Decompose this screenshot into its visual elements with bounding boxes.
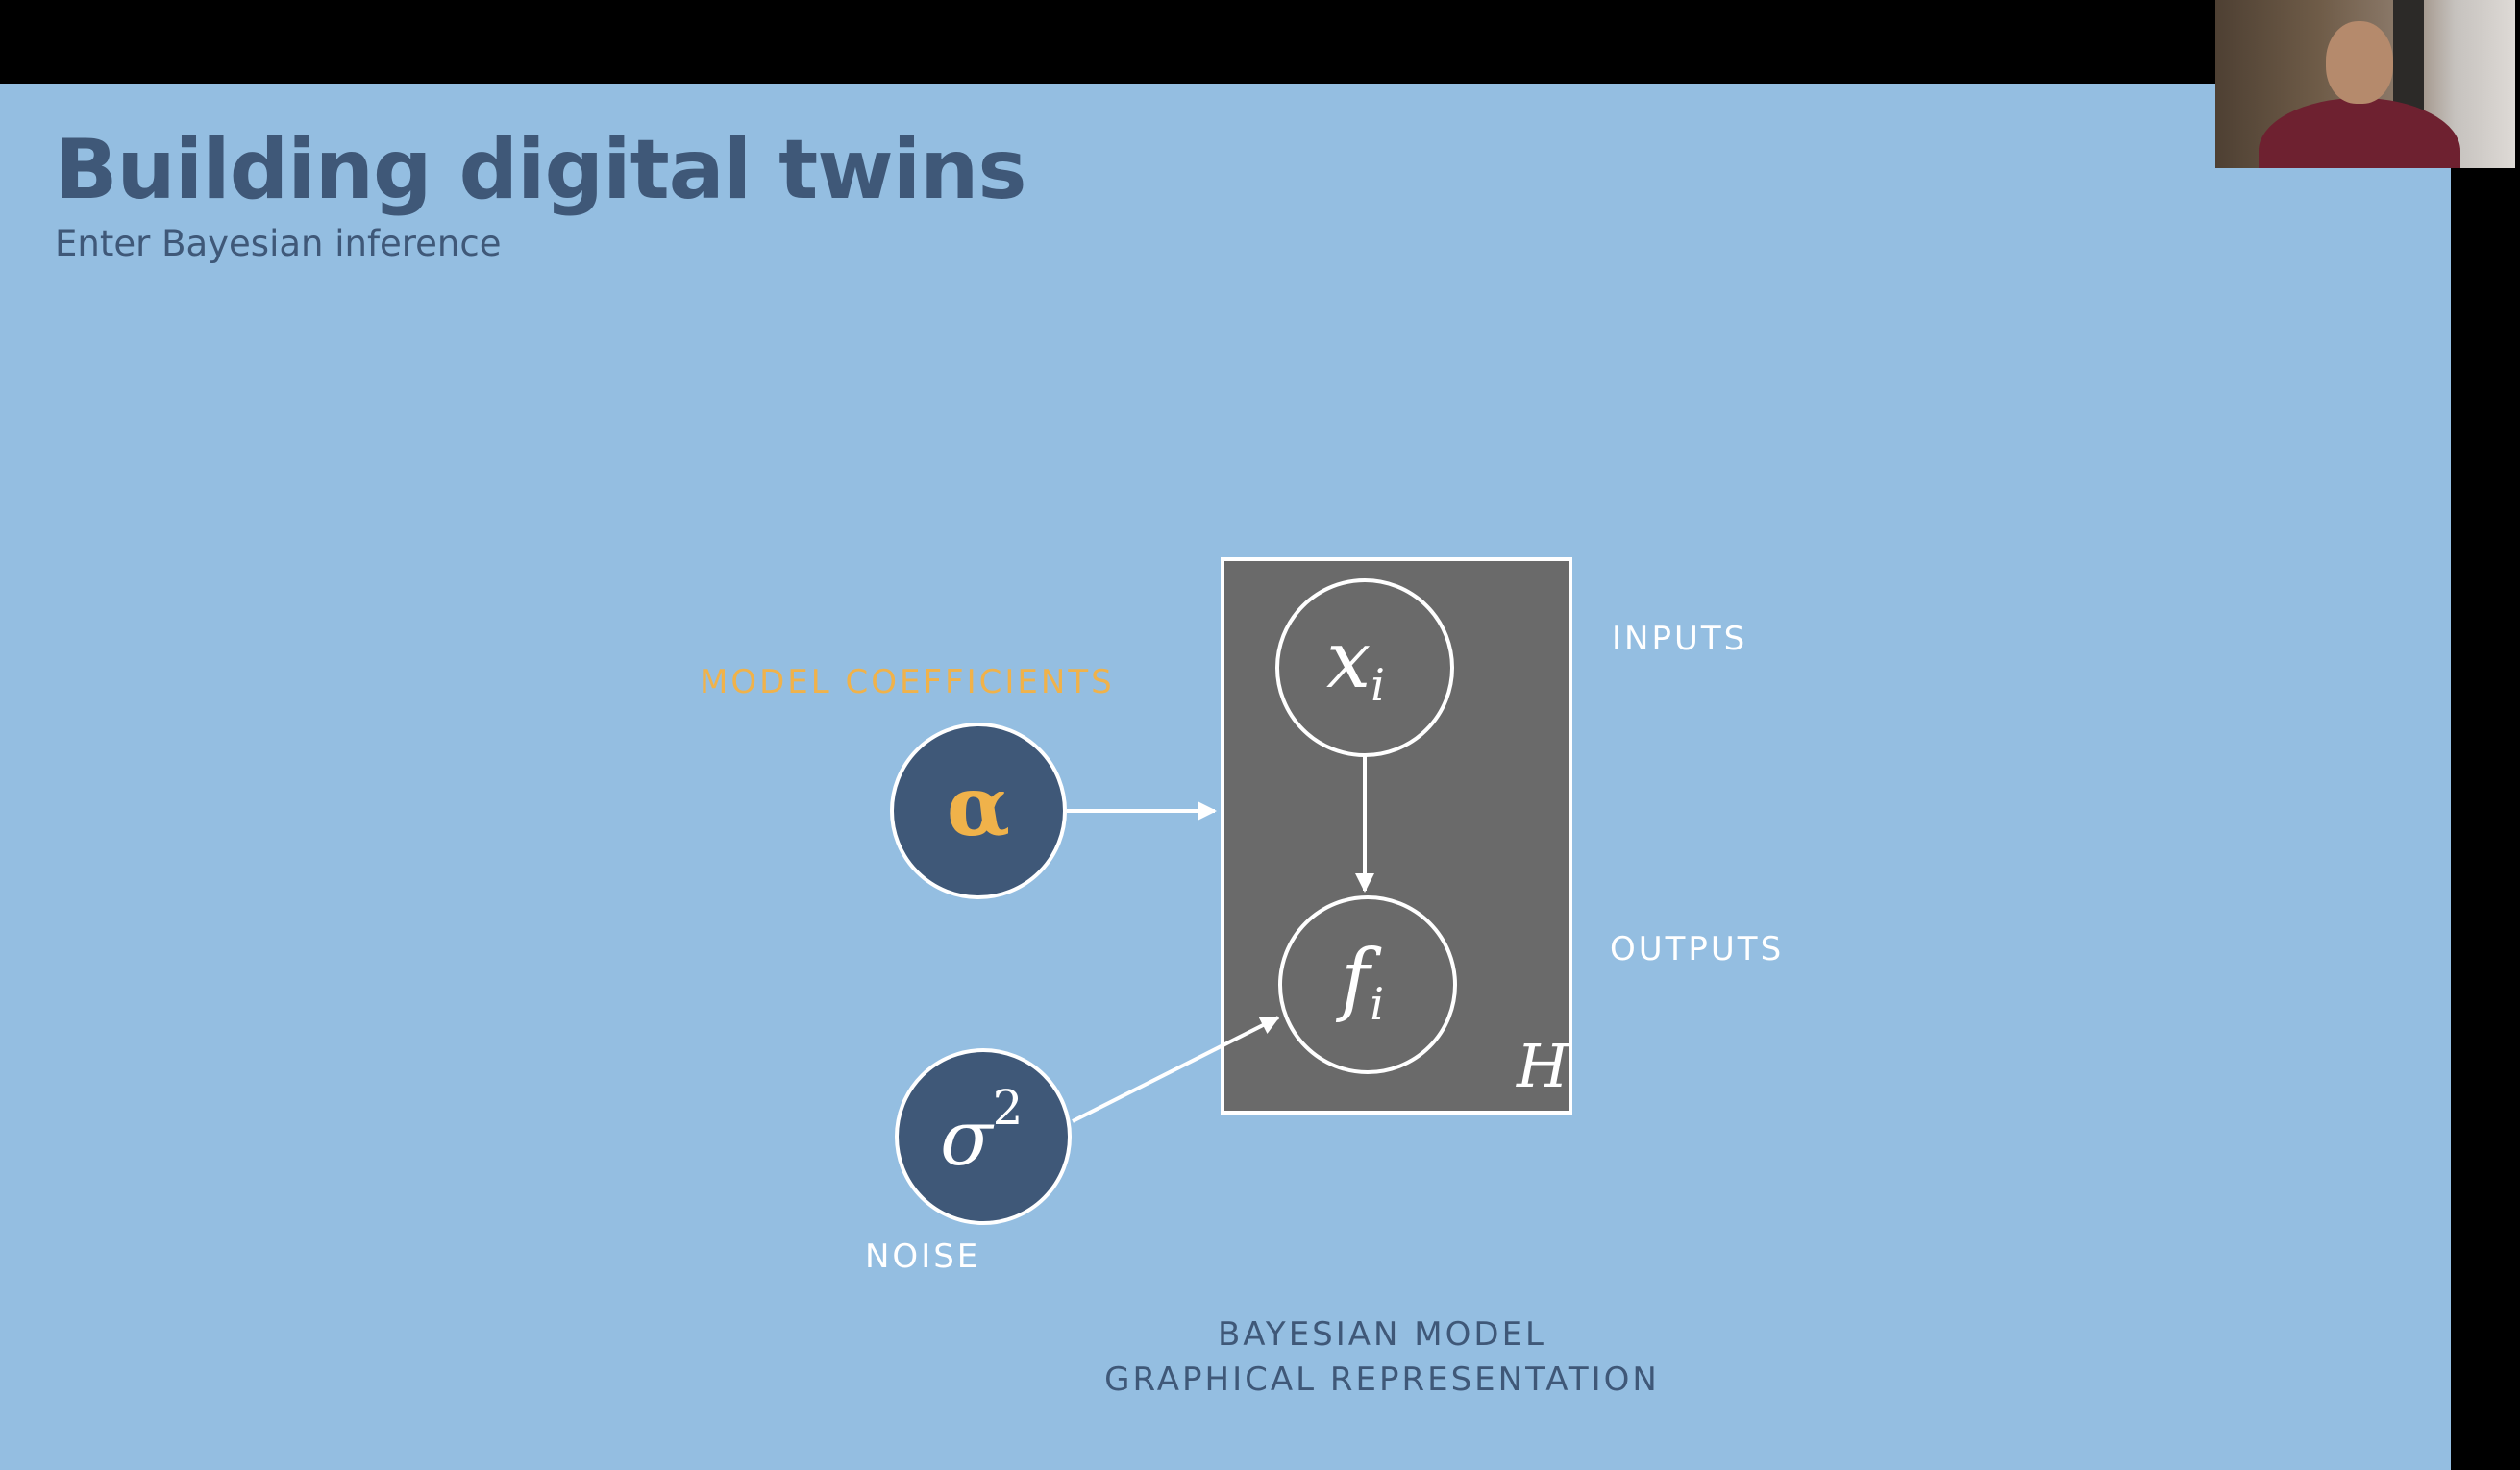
caption-line-2: GRAPHICAL REPRESENTATION bbox=[1104, 1360, 1660, 1399]
node-sigma-symbol: σ bbox=[940, 1093, 995, 1183]
slide-subtitle: Enter Bayesian inference bbox=[55, 223, 502, 264]
node-alpha bbox=[890, 723, 1067, 899]
node-x-label: xi bbox=[1326, 615, 1385, 711]
node-alpha-label: α bbox=[947, 758, 1010, 855]
caption-line-1: BAYESIAN MODEL bbox=[1218, 1315, 1546, 1354]
label-noise: NOISE bbox=[865, 1237, 980, 1276]
plate-label: H bbox=[1516, 1031, 1570, 1101]
node-x-symbol: x bbox=[1326, 615, 1371, 706]
node-sigma-label: σ2 bbox=[940, 1080, 1023, 1183]
slide: Building digital twins Enter Bayesian in… bbox=[0, 84, 2451, 1470]
node-f-output bbox=[1278, 895, 1457, 1074]
webcam-person-head bbox=[2326, 21, 2393, 104]
label-model-coefficients: MODEL COEFFICIENTS bbox=[700, 663, 1115, 701]
bayesian-graphical-model: H xi fi α σ2 MODEL COEFFICIENTS INPUTS O… bbox=[700, 557, 1784, 1399]
node-sigma-exponent: 2 bbox=[993, 1080, 1024, 1136]
node-x-input bbox=[1275, 578, 1454, 757]
edge-sigma-to-f bbox=[1072, 1016, 1280, 1123]
slide-title: Building digital twins bbox=[55, 122, 1027, 218]
node-x-subscript: i bbox=[1371, 659, 1385, 711]
webcam-person-body bbox=[2259, 98, 2460, 168]
node-sigma-squared bbox=[895, 1048, 1072, 1225]
node-f-subscript: i bbox=[1370, 978, 1384, 1030]
label-outputs: OUTPUTS bbox=[1610, 930, 1784, 968]
webcam-video-feed[interactable] bbox=[2215, 0, 2515, 168]
label-inputs: INPUTS bbox=[1612, 620, 1747, 658]
